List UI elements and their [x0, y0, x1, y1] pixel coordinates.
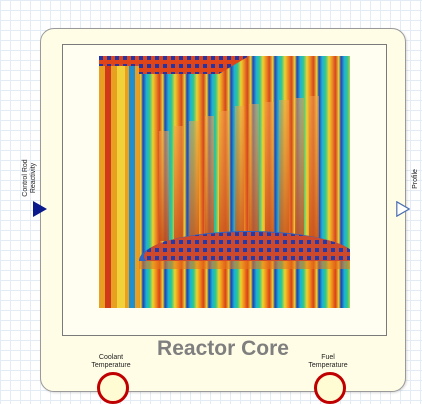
coolant-label-line2: Temperature [91, 362, 131, 369]
input-port-label-line1: Control Rod [22, 159, 29, 197]
reactor-core-block[interactable]: Reactor Core [40, 28, 406, 392]
input-port-label-line2: Reactivity [30, 162, 37, 194]
fuel-temperature-label: Fuel Temperature [293, 354, 363, 370]
fuel-label-line2: Temperature [308, 362, 348, 369]
fuel-temperature-port-icon[interactable] [314, 372, 346, 404]
profile-output-port-icon[interactable] [396, 201, 410, 217]
block-image-frame [62, 44, 387, 336]
fuel-label-line1: Fuel [321, 354, 335, 361]
output-port-label-text: Profile [412, 169, 419, 189]
control-rod-input-port-icon[interactable] [33, 201, 47, 217]
coolant-label-line1: Coolant [98, 354, 124, 361]
output-port-label: Profile [412, 164, 420, 194]
reactor-core-image [99, 56, 350, 308]
input-port-label: Control Rod Reactivity [22, 156, 38, 200]
coolant-temperature-label: Coolant Temperature [76, 354, 146, 370]
coolant-temperature-port-icon[interactable] [97, 372, 129, 404]
block-title: Reactor Core [157, 337, 289, 360]
